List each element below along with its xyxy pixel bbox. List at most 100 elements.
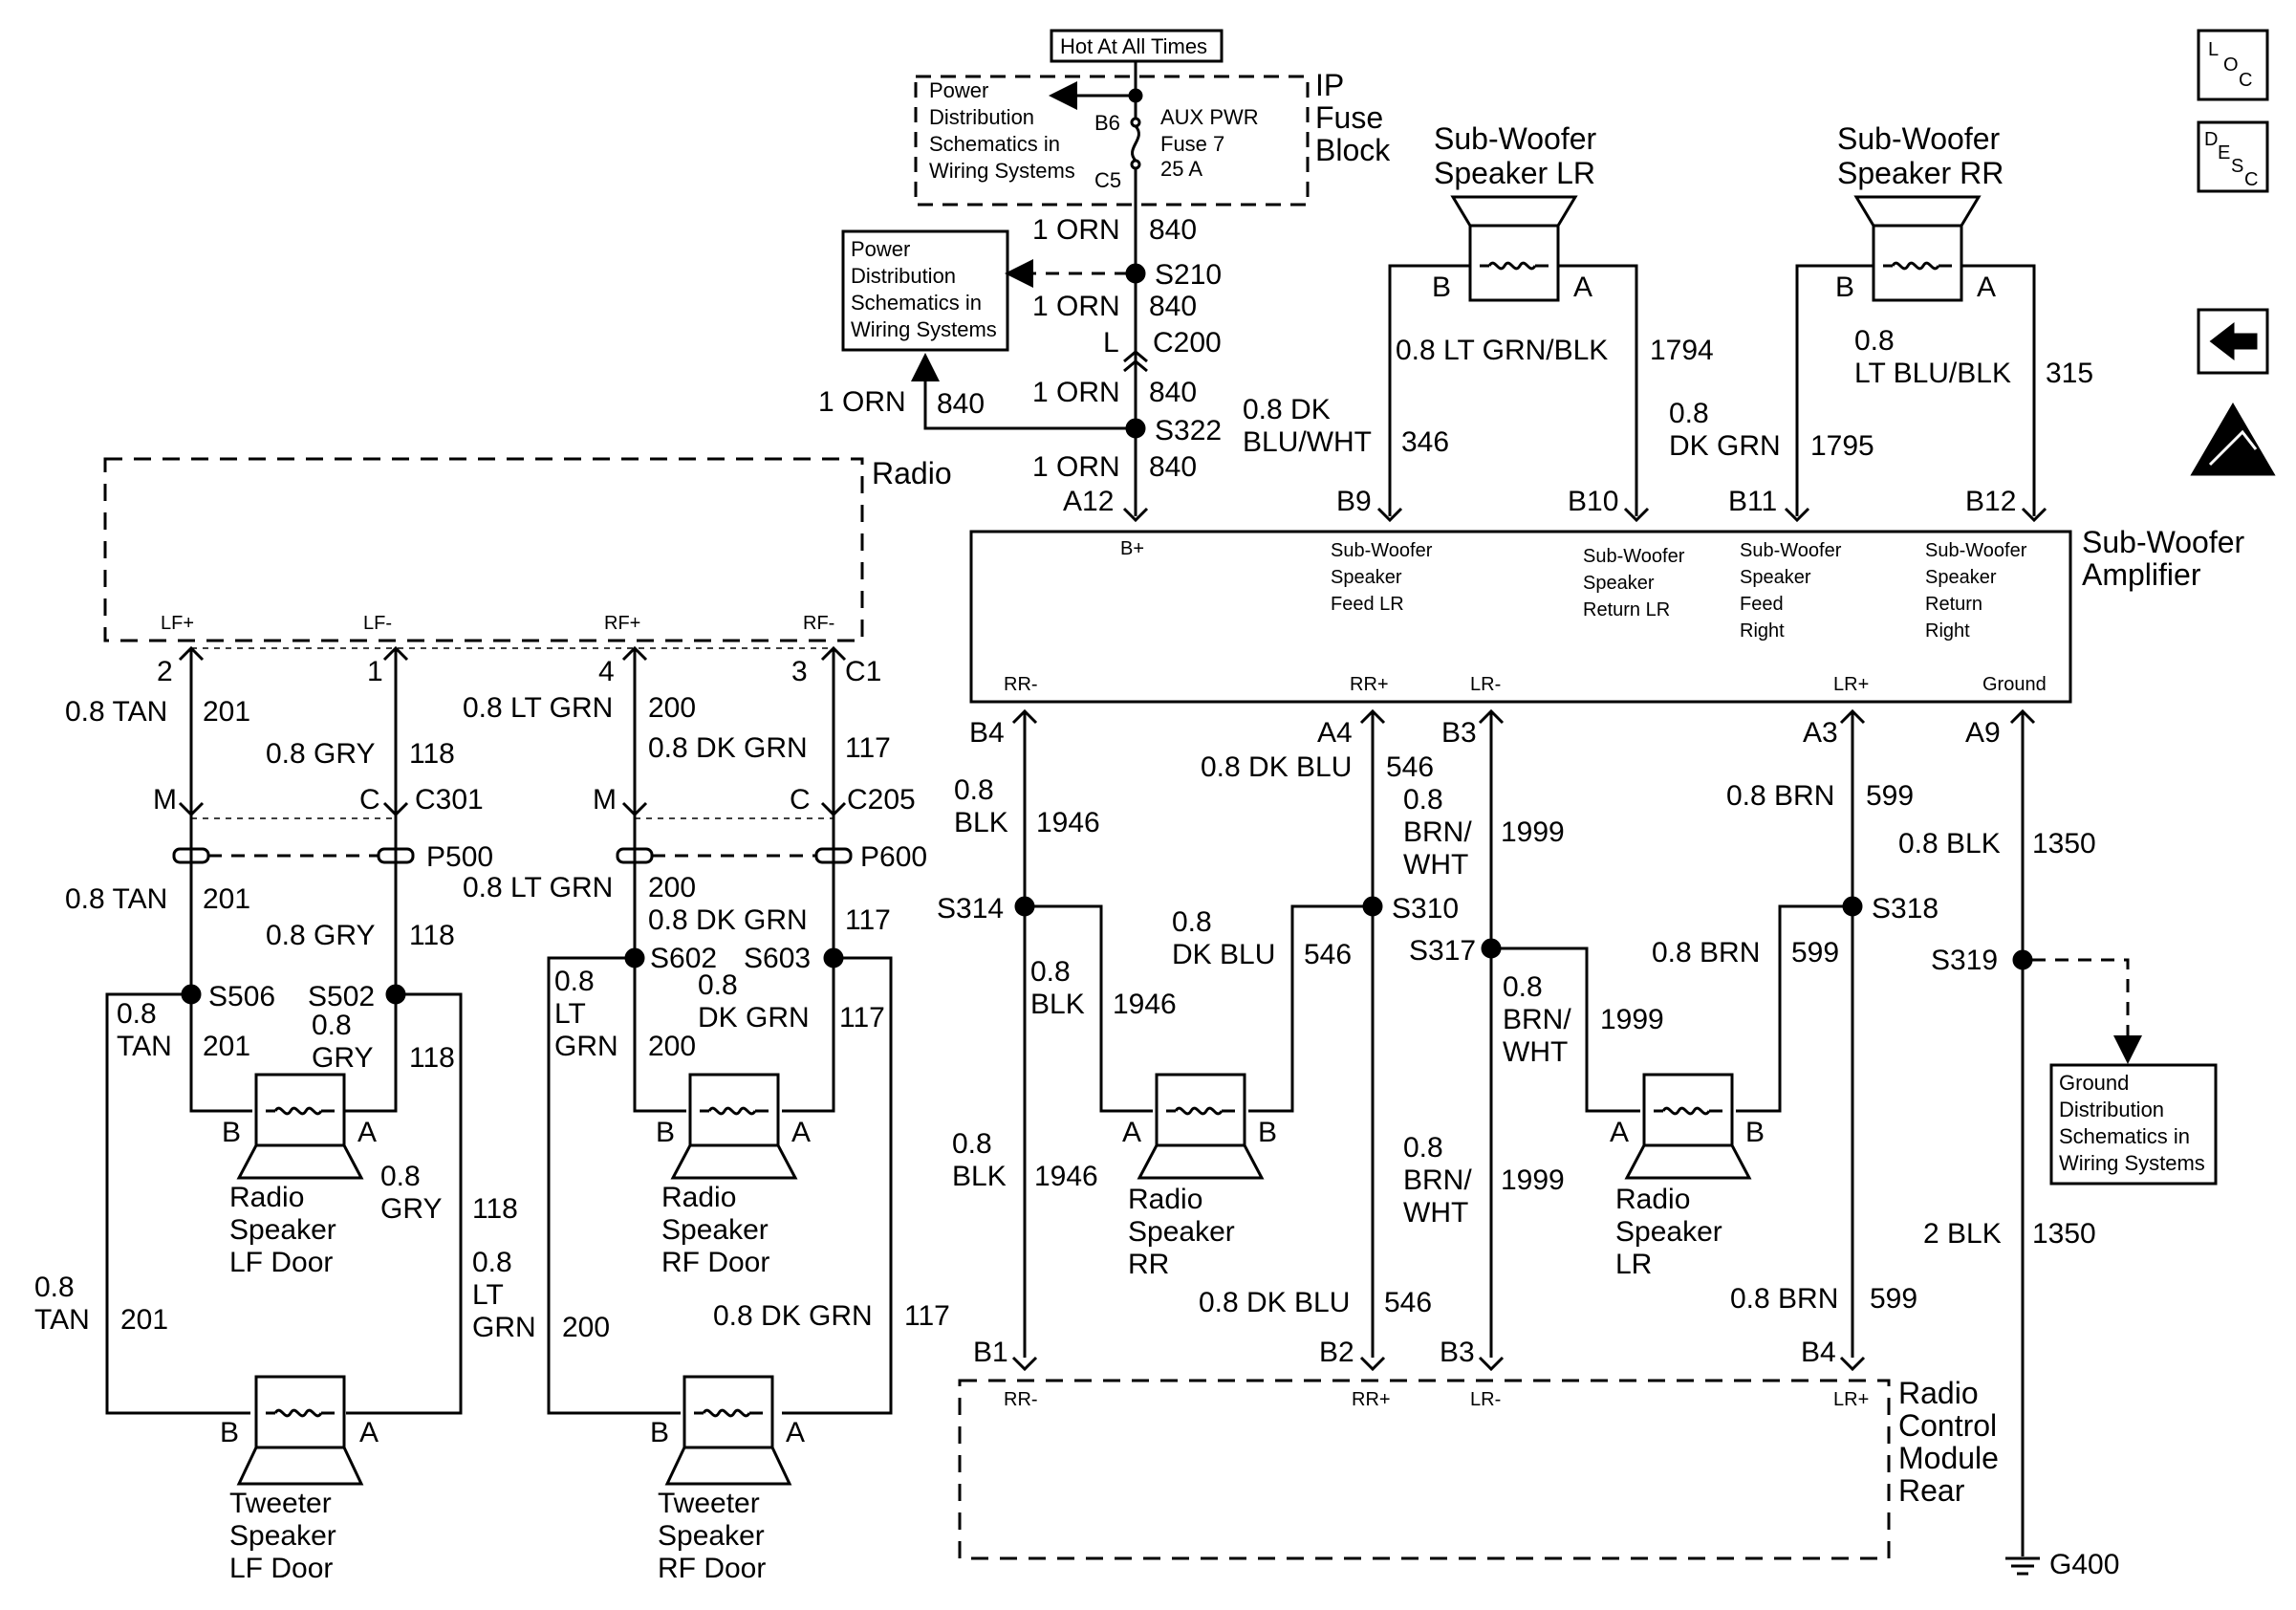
svg-text:0.8 GRY: 0.8 GRY <box>266 738 376 770</box>
module-title: Radio Control Module Rear <box>1898 1376 1999 1508</box>
svg-text:Fuse: Fuse <box>1315 100 1383 135</box>
svg-text:RR+: RR+ <box>1350 674 1389 695</box>
svg-text:C1: C1 <box>845 656 881 687</box>
svg-text:546: 546 <box>1384 1287 1432 1318</box>
svg-text:200: 200 <box>648 1031 696 1062</box>
svg-text:201: 201 <box>120 1304 168 1336</box>
svg-text:546: 546 <box>1386 751 1434 783</box>
svg-text:LF+: LF+ <box>161 613 194 634</box>
svg-text:0.8: 0.8 <box>1403 1132 1443 1164</box>
svg-text:0.8: 0.8 <box>1172 906 1212 938</box>
svg-text:O: O <box>2223 54 2239 76</box>
svg-text:Return: Return <box>1925 594 1982 615</box>
svg-text:0.8 DK BLU: 0.8 DK BLU <box>1201 751 1352 783</box>
svg-text:599: 599 <box>1870 1283 1917 1315</box>
svg-text:Amplifier: Amplifier <box>2082 557 2201 592</box>
svg-text:P500: P500 <box>426 841 493 873</box>
svg-text:Sub-Woofer: Sub-Woofer <box>1837 121 2001 156</box>
svg-text:1 ORN: 1 ORN <box>1032 291 1120 322</box>
svg-text:B: B <box>1432 272 1451 303</box>
svg-text:201: 201 <box>203 883 250 915</box>
svg-text:LF Door: LF Door <box>229 1553 333 1584</box>
svg-text:LT BLU/BLK: LT BLU/BLK <box>1854 358 2011 389</box>
svg-text:LR: LR <box>1615 1249 1652 1280</box>
svg-text:0.8 DK GRN: 0.8 DK GRN <box>713 1300 873 1332</box>
svg-text:0.8 LT GRN: 0.8 LT GRN <box>463 692 613 724</box>
svg-text:P600: P600 <box>860 841 927 873</box>
desc-icon[interactable]: D E S C <box>2197 120 2269 193</box>
svg-text:A: A <box>791 1117 811 1148</box>
svg-text:RR: RR <box>1128 1249 1169 1280</box>
svg-text:DK GRN: DK GRN <box>1669 430 1781 462</box>
svg-text:S314: S314 <box>937 893 1004 925</box>
svg-text:599: 599 <box>1791 937 1839 968</box>
hot-at-all-times-box: Hot At All Times <box>1050 29 1224 63</box>
svg-text:B: B <box>222 1117 241 1148</box>
svg-text:0.8 LT GRN: 0.8 LT GRN <box>463 872 613 903</box>
svg-text:Block: Block <box>1315 133 1391 167</box>
svg-text:Speaker: Speaker <box>229 1214 336 1246</box>
svg-text:0.8: 0.8 <box>952 1128 992 1160</box>
svg-text:B10: B10 <box>1568 486 1618 517</box>
pd-ref-mid: Power Distribution Schematics in Wiring … <box>841 229 1009 352</box>
svg-text:0.8: 0.8 <box>1854 325 1895 357</box>
svg-text:B2: B2 <box>1319 1337 1354 1368</box>
svg-text:B+: B+ <box>1120 538 1144 559</box>
svg-text:Radio: Radio <box>229 1182 304 1213</box>
back-arrow-icon[interactable] <box>2197 308 2269 375</box>
svg-text:TAN: TAN <box>117 1031 172 1062</box>
svg-text:Speaker: Speaker <box>1583 573 1655 594</box>
svg-text:Speaker: Speaker <box>1128 1216 1235 1248</box>
svg-text:Radio: Radio <box>1615 1184 1690 1215</box>
svg-text:Feed LR: Feed LR <box>1331 594 1404 615</box>
svg-text:0.8 GRY: 0.8 GRY <box>266 920 376 951</box>
svg-text:Schematics in: Schematics in <box>2059 1124 2190 1148</box>
svg-text:118: 118 <box>472 1193 518 1225</box>
svg-text:G400: G400 <box>2049 1549 2119 1580</box>
svg-text:118: 118 <box>409 1042 455 1074</box>
svg-text:BLU/WHT: BLU/WHT <box>1243 426 1372 458</box>
svg-text:Power: Power <box>929 78 988 102</box>
svg-text:3: 3 <box>791 656 808 687</box>
svg-text:B11: B11 <box>1728 486 1777 517</box>
svg-text:Distribution: Distribution <box>2059 1098 2164 1121</box>
svg-text:E: E <box>2218 142 2230 163</box>
svg-text:Speaker: Speaker <box>229 1520 336 1552</box>
loc-icon[interactable]: L O C <box>2197 29 2269 101</box>
radio-control-module-rear <box>958 1379 1891 1560</box>
svg-text:C: C <box>2244 169 2258 190</box>
svg-text:C301: C301 <box>415 784 484 816</box>
svg-text:D: D <box>2204 129 2218 150</box>
svg-text:1795: 1795 <box>1810 430 1874 462</box>
svg-text:0.8 LT GRN/BLK: 0.8 LT GRN/BLK <box>1396 335 1608 366</box>
svg-text:Speaker RR: Speaker RR <box>1837 156 2004 190</box>
svg-text:0.8 DK: 0.8 DK <box>1243 394 1331 425</box>
svg-text:C: C <box>2239 70 2252 91</box>
svg-text:201: 201 <box>203 696 250 728</box>
svg-text:L: L <box>2208 39 2219 60</box>
svg-text:LT: LT <box>472 1279 504 1311</box>
svg-text:B3: B3 <box>1441 717 1477 749</box>
svg-text:RR-: RR- <box>1004 1389 1038 1410</box>
svg-text:1999: 1999 <box>1501 816 1565 848</box>
svg-text:1 ORN: 1 ORN <box>1032 451 1120 483</box>
svg-text:Wiring Systems: Wiring Systems <box>2059 1151 2205 1175</box>
svg-text:Wiring Systems: Wiring Systems <box>929 159 1075 183</box>
svg-text:0.8: 0.8 <box>954 774 994 806</box>
svg-text:Sub-Woofer: Sub-Woofer <box>2082 525 2245 559</box>
ip-fuse-block-title: IP Fuse Block <box>1315 68 1391 167</box>
svg-text:S319: S319 <box>1931 945 1998 976</box>
svg-text:Radio: Radio <box>1128 1184 1202 1215</box>
svg-text:WHT: WHT <box>1503 1036 1568 1068</box>
svg-text:LR-: LR- <box>1470 1389 1501 1410</box>
svg-text:840: 840 <box>1149 451 1197 483</box>
svg-text:GRY: GRY <box>380 1193 442 1225</box>
svg-text:0.8: 0.8 <box>1030 956 1071 988</box>
svg-text:LF Door: LF Door <box>229 1247 333 1278</box>
sub-woofer-speaker-lr: Sub-Woofer Speaker LR <box>1434 121 1597 302</box>
svg-text:BLK: BLK <box>1030 989 1085 1020</box>
svg-text:Schematics in: Schematics in <box>851 291 982 315</box>
svg-text:S502: S502 <box>308 981 375 1012</box>
svg-text:RR+: RR+ <box>1352 1389 1391 1410</box>
svg-text:B6: B6 <box>1094 111 1120 135</box>
